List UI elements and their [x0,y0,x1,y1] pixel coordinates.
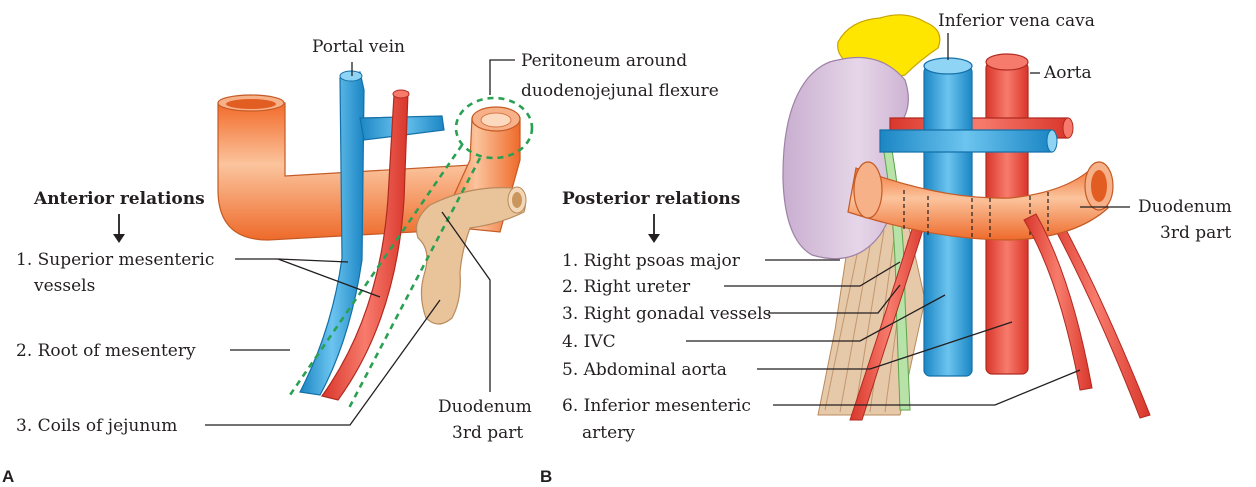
anterior-item-1-line1: 1. Superior mesenteric [16,250,214,270]
anterior-relations-heading: Anterior relations [33,189,205,209]
portal-vein-label: Portal vein [312,37,405,57]
duodenum-a-label-line1: Duodenum [438,397,532,417]
down-arrow-icon [648,214,660,243]
posterior-item-6-line1: 6. Inferior mesenteric [562,396,751,416]
inferior-mesenteric-artery [1024,214,1092,390]
posterior-item-4: 4. IVC [562,332,616,352]
duodenum-b-label-line2: 3rd part [1160,223,1231,243]
duodenum-b-label-line1: Duodenum [1138,197,1232,217]
anterior-item-3: 3. Coils of jejunum [16,416,177,436]
panel-a-letter: A [2,467,14,486]
ivc-top-label: Inferior vena cava [938,11,1095,31]
peritoneum-label-line1: Peritoneum around [521,51,687,71]
duodenum-a-label-line2: 3rd part [452,423,523,443]
posterior-item-2: 2. Right ureter [562,277,691,297]
posterior-relations-heading: Posterior relations [562,189,740,209]
posterior-item-6-line2: artery [582,423,635,443]
posterior-item-5: 5. Abdominal aorta [562,360,727,380]
peritoneum-label-line2: duodenojejunal flexure [521,81,719,101]
panel-b-letter: B [540,467,552,486]
anterior-item-2: 2. Root of mesentery [16,341,196,361]
anterior-item-1-line2: vessels [33,276,95,296]
jejunum-coils [417,187,527,324]
posterior-item-3: 3. Right gonadal vessels [562,304,771,324]
aorta-label: Aorta [1043,63,1092,83]
down-arrow-icon [113,214,125,243]
posterior-item-1: 1. Right psoas major [562,251,741,271]
